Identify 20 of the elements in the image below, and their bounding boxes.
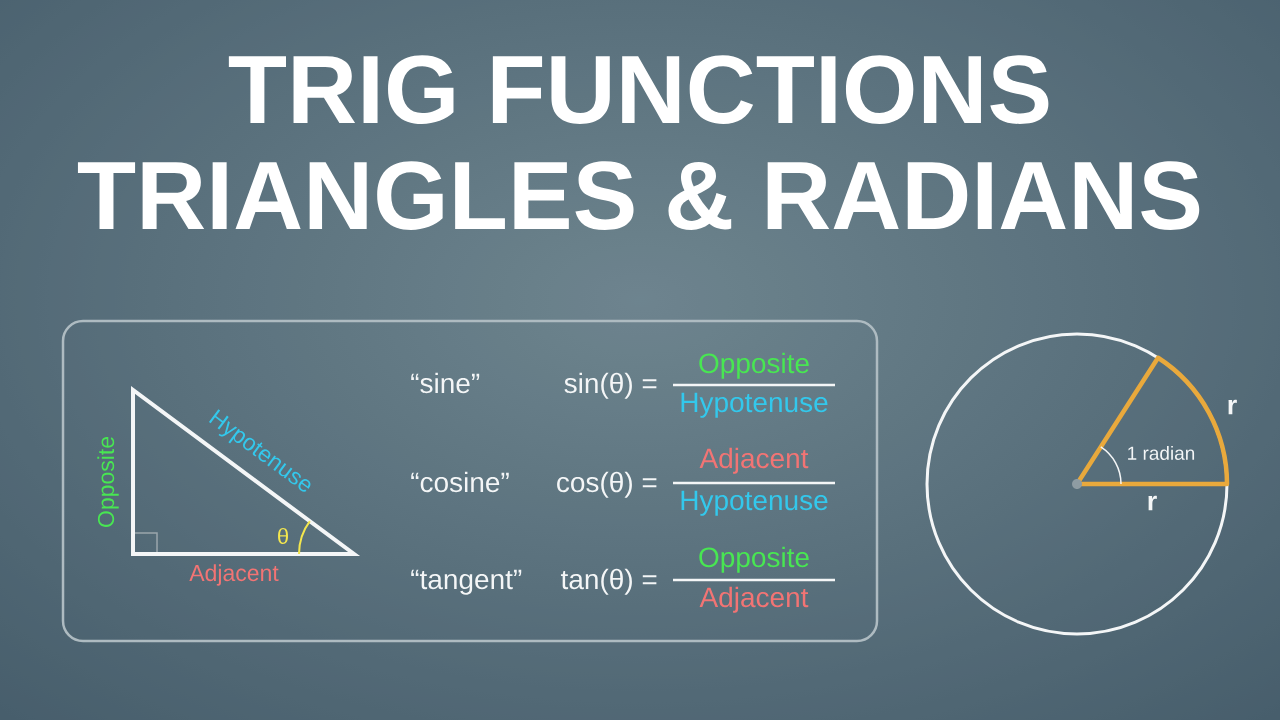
- denominator: Hypotenuse: [681, 392, 828, 418]
- function-expression: cos(θ) =: [557, 471, 657, 498]
- angle-label: θ: [278, 527, 288, 545]
- function-name: “sine”: [411, 372, 480, 394]
- numerator: Adjacent: [699, 447, 809, 474]
- side-label: Opposite: [97, 437, 119, 527]
- arc-label: r: [1228, 399, 1237, 415]
- denominator: Adjacent: [699, 586, 809, 613]
- numerator: Opposite: [699, 546, 809, 573]
- function-expression: sin(θ) =: [564, 372, 657, 399]
- denominator: Hypotenuse: [681, 490, 828, 516]
- circle: [925, 332, 1229, 636]
- angle-label: 1 radian: [1128, 446, 1195, 460]
- function-name: “tangent”: [411, 569, 522, 595]
- function-name: “cosine”: [411, 471, 509, 493]
- radius-label: r: [1148, 495, 1157, 511]
- numerator: Opposite: [699, 352, 809, 379]
- title: TRIG FUNCTIONS TRIANGLES & RADIANS: [77, 55, 1200, 230]
- function-expression: tan(θ) =: [560, 568, 657, 595]
- side-label: Adjacent: [189, 564, 279, 586]
